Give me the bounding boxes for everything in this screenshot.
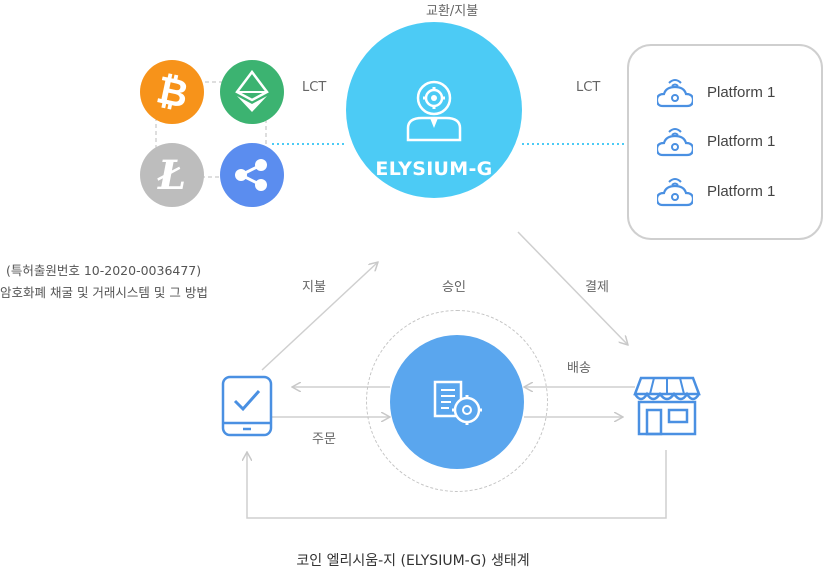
- arrow-settle: [517, 231, 628, 345]
- order-label: 주문: [312, 432, 336, 447]
- cloud-broadcast-icon: [657, 128, 693, 157]
- arrow-loop: [247, 450, 667, 519]
- elysium-hub: ELYSIUM-G: [346, 22, 522, 198]
- platform-item: Platform 1: [657, 76, 775, 108]
- store-icon: [633, 374, 701, 440]
- platform-item: Platform 1: [657, 175, 775, 207]
- cloud-broadcast-icon: [657, 79, 693, 108]
- ripple-icon: [220, 143, 284, 207]
- litecoin-icon: Ł: [140, 143, 204, 207]
- lct-label-right: LCT: [576, 80, 601, 95]
- user-gear-icon: [406, 80, 462, 142]
- cloud-broadcast-icon: [657, 178, 693, 207]
- approval-ring: [366, 310, 548, 492]
- lct-label-left: LCT: [302, 80, 327, 95]
- approve-label: 승인: [442, 280, 466, 295]
- patent-note: (특허출원번호 10-2020-0036477) 암호화폐 채굴 및 거래시스템…: [0, 260, 208, 304]
- processing-center: [390, 335, 524, 469]
- bitcoin-icon: ₿: [140, 60, 204, 124]
- tablet-icon: [221, 375, 273, 441]
- arrow-pay: [261, 262, 378, 371]
- platform-panel: Platform 1 Platform 1 Platform 1: [627, 44, 823, 240]
- coin-group-frame: [155, 81, 267, 178]
- platform-label: Platform 1: [707, 132, 776, 150]
- settle-label: 결제: [585, 280, 609, 295]
- pay-label: 지불: [302, 280, 326, 295]
- exchange-pay-label: 교환/지불: [426, 4, 479, 19]
- ethereum-icon: [220, 60, 284, 124]
- patent-title: 암호화폐 채굴 및 거래시스템 및 그 방법: [0, 285, 208, 300]
- platform-label: Platform 1: [707, 182, 776, 200]
- deliver-label: 배송: [567, 361, 591, 376]
- patent-number: (특허출원번호 10-2020-0036477): [6, 263, 202, 278]
- document-gear-icon: [433, 380, 482, 425]
- hub-title: ELYSIUM-G: [375, 158, 493, 180]
- platform-item: Platform 1: [657, 125, 775, 157]
- ecosystem-caption: 코인 엘리시움-지 (ELYSIUM-G) 생태계: [296, 553, 530, 569]
- platform-label: Platform 1: [707, 83, 776, 101]
